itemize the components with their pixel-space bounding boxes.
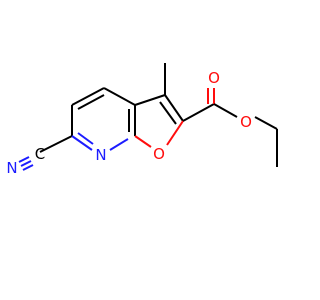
bond-cyano-c-to-ring-c bbox=[39, 135, 73, 153]
atom-label-carbonyl-o: O bbox=[208, 69, 220, 87]
atom-label-ring-o: O bbox=[153, 145, 165, 163]
bond-ring-n7-c7a bbox=[109, 138, 129, 151]
atom-label-nitrile-c: C bbox=[35, 145, 45, 163]
bonds bbox=[18, 63, 278, 171]
bond-ester-o-ch2 bbox=[254, 116, 278, 130]
bond-cyano-triple-a bbox=[18, 156, 30, 163]
bond-ring-c4-c3a bbox=[103, 87, 136, 106]
molecule-structure-diagram: N C N O O O bbox=[6, 63, 278, 177]
bond-ring-c3-c2-double-a bbox=[164, 94, 184, 122]
bond-ring-c7a-o1 bbox=[134, 135, 152, 148]
bond-carbonyl-c-ester-o bbox=[213, 103, 238, 118]
bond-cyano-triple-c bbox=[22, 164, 34, 171]
bond-ring-c3a-c3 bbox=[134, 94, 166, 106]
bond-ring-c2-o1 bbox=[166, 120, 184, 146]
bond-cyano-triple-b bbox=[20, 160, 32, 167]
bond-ring-c6-n7-double-outer bbox=[71, 135, 93, 151]
bond-ring-c5-c4-double-a bbox=[71, 87, 105, 106]
atom-labels: N C N O O O bbox=[6, 69, 252, 177]
bond-c2-carbonyl-c bbox=[182, 103, 215, 122]
bond-ring-c6-n7-double-inner bbox=[77, 132, 94, 145]
bond-ring-c3-c2-double-b bbox=[159, 101, 177, 125]
bond-ring-c5-c4-double-b bbox=[77, 94, 105, 110]
atom-label-ring-n: N bbox=[95, 146, 106, 164]
atom-label-nitrile-n: N bbox=[6, 159, 17, 177]
atom-label-ester-o: O bbox=[240, 113, 252, 131]
